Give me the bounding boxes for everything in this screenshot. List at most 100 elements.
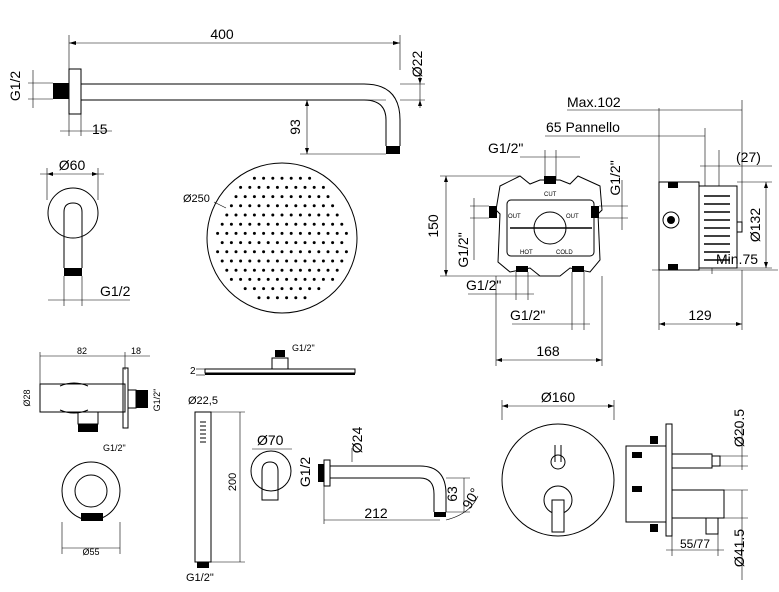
nozzle-dot: [312, 185, 316, 189]
nozzle-dot: [312, 259, 316, 263]
box-min-depth-label: Min.75: [716, 251, 758, 267]
nozzle-dot: [220, 259, 224, 263]
nozzle-dot: [326, 213, 330, 217]
nozzle-dot: [262, 213, 266, 217]
box-panel-label: 65 Pannello: [546, 119, 620, 135]
nozzle-dot: [275, 204, 279, 208]
nozzle-dot: [271, 287, 275, 291]
nozzle-dot: [252, 231, 256, 235]
nozzle-dot: [340, 241, 344, 245]
head-diameter-label: Ø250: [183, 193, 210, 205]
flange-thread-label: G1/2: [100, 283, 131, 299]
nozzle-dot: [275, 259, 279, 263]
spout-diameter-label: Ø24: [349, 427, 365, 454]
nozzle-dot: [321, 259, 325, 263]
valve-box-side-view: Max.102 65 Pannello (27) Ø132 Min.75 129: [545, 94, 778, 330]
nozzle-dot: [216, 250, 220, 254]
spout-thread-label: G1/2: [297, 457, 313, 488]
nozzle-dot: [248, 241, 252, 245]
nozzle-dot: [275, 241, 279, 245]
nozzle-dot: [289, 195, 293, 199]
nozzle-dot: [229, 204, 233, 208]
nozzle-dot: [317, 231, 321, 235]
nozzle-dot: [229, 241, 233, 245]
arm-drop-label: 93: [287, 119, 303, 135]
nozzle-dot: [248, 259, 252, 263]
nozzle-dot: [243, 250, 247, 254]
box-offset-label: (27): [736, 149, 761, 165]
nozzle-dot: [257, 259, 261, 263]
mixer-plate-front-view: Ø160: [501, 389, 615, 537]
bar-diameter-label: Ø22,5: [188, 395, 218, 407]
nozzle-dot: [289, 176, 293, 180]
box-bottom-thread-b-label: G1/2": [510, 307, 545, 323]
nozzle-dot: [308, 268, 312, 272]
nozzle-dot: [285, 222, 289, 226]
nozzle-dot: [335, 231, 339, 235]
nozzle-dot: [335, 268, 339, 272]
nozzle-dot: [340, 222, 344, 226]
nozzle-dot: [308, 231, 312, 235]
plate-diameter-label: Ø160: [541, 389, 575, 405]
nozzle-dot: [317, 195, 321, 199]
nozzle-dot: [248, 277, 252, 281]
nozzle-dot: [308, 195, 312, 199]
nozzle-dot: [298, 231, 302, 235]
arm-thread-label: G1/2: [7, 71, 23, 102]
nozzle-dot: [252, 268, 256, 272]
wall-outlet-front-view: Ø55: [61, 461, 121, 557]
nozzle-dot: [257, 204, 261, 208]
nozzle-dot: [285, 185, 289, 189]
box-bottom-thread-a-label: G1/2": [466, 277, 501, 293]
valve-box-front-view: CUT OUT OUT HOT COLD G1/2" 150 G1/2" G1/…: [425, 140, 628, 366]
nozzle-dot: [266, 296, 270, 300]
valve-label-hot: HOT: [520, 250, 533, 256]
nozzle-dot: [275, 277, 279, 281]
nozzle-dot: [239, 277, 243, 281]
nozzle-dot: [312, 277, 316, 281]
nozzle-dot: [298, 268, 302, 272]
nozzle-dot: [340, 259, 344, 263]
nozzle-dot: [239, 204, 243, 208]
spout-angle-label: 90°: [459, 485, 483, 511]
nozzle-dot: [303, 185, 307, 189]
box-width-label: 168: [536, 343, 560, 359]
nozzle-dot: [243, 195, 247, 199]
nozzle-dot: [298, 176, 302, 180]
nozzle-dot: [303, 241, 307, 245]
nozzle-dot: [294, 277, 298, 281]
nozzle-dot: [262, 176, 266, 180]
nozzle-dot: [331, 222, 335, 226]
nozzle-dot: [285, 259, 289, 263]
nozzle-dot: [294, 259, 298, 263]
nozzle-dot: [308, 213, 312, 217]
shower-head-top-view: Ø250: [183, 162, 358, 314]
nozzle-dot: [248, 204, 252, 208]
nozzle-dot: [280, 213, 284, 217]
nozzle-dot: [257, 277, 261, 281]
nozzle-dot: [326, 231, 330, 235]
spout-length-label: 212: [364, 505, 388, 521]
valve-bottom-label: Ø41.5: [731, 529, 747, 567]
bar-length-label: 200: [227, 473, 239, 491]
nozzle-dot: [285, 277, 289, 281]
outlet-width-label: 82: [77, 346, 87, 356]
nozzle-dot: [331, 277, 335, 281]
nozzle-dot: [239, 241, 243, 245]
shower-head-nozzles: [216, 176, 348, 300]
bar-thread-label: G1/2": [186, 572, 214, 584]
nozzle-dot: [298, 287, 302, 291]
nozzle-dot: [234, 213, 238, 217]
nozzle-dot: [234, 250, 238, 254]
nozzle-dot: [271, 231, 275, 235]
nozzle-dot: [252, 195, 256, 199]
nozzle-dot: [303, 277, 307, 281]
nozzle-dot: [331, 204, 335, 208]
nozzle-dot: [225, 231, 229, 235]
nozzle-dot: [294, 241, 298, 245]
nozzle-dot: [344, 250, 348, 254]
nozzle-dot: [257, 241, 261, 245]
nozzle-dot: [271, 195, 275, 199]
nozzle-dot: [234, 231, 238, 235]
